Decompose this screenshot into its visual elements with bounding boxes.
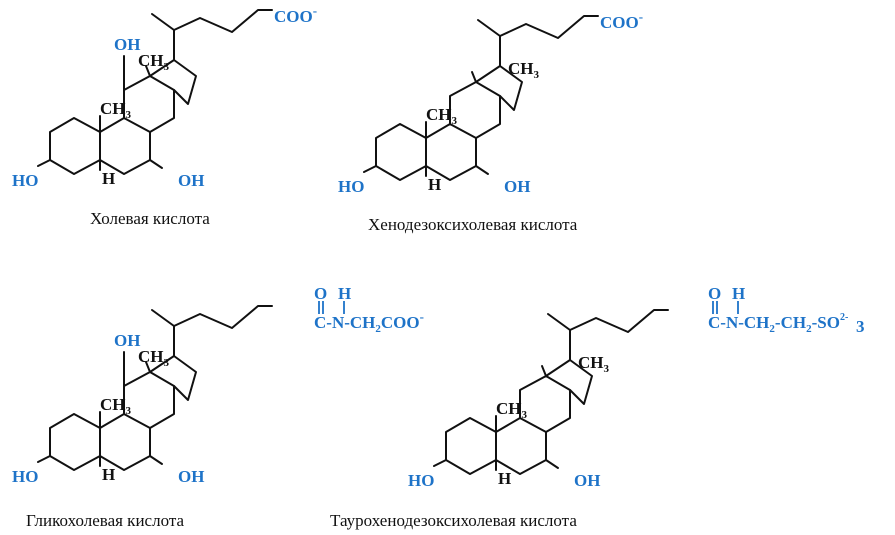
ho-3-label: HO — [408, 471, 434, 490]
methyl-10-label: CH3 — [100, 99, 132, 121]
methyl-13-label: CH3 — [138, 347, 170, 369]
oh-7-label: OH — [574, 471, 600, 490]
oh-7-label: OH — [178, 467, 204, 486]
ho-3-label: HO — [12, 171, 38, 190]
h-5-label: H — [428, 175, 441, 194]
h-5-label: H — [102, 465, 115, 484]
glycine-amide-chain: C-N-CH2COO- — [314, 309, 424, 335]
carboxylate-label: COO- — [274, 3, 317, 26]
carbonyl-double-bond — [712, 301, 718, 314]
methyl-13-label: CH3 — [508, 59, 540, 81]
molecule-cholic-acid: OH CH3 CH3 HO H OH COO- Холевая кислота — [12, 3, 317, 228]
oh-7-label: OH — [178, 171, 204, 190]
caption-chenodeoxycholic-acid: Хенодезоксихолевая кислота — [368, 215, 578, 234]
oh-12-label: OH — [114, 331, 140, 350]
ho-3-label: HO — [338, 177, 364, 196]
amide-h-label: H — [732, 284, 745, 303]
carboxylate-label: COO- — [600, 9, 643, 32]
caption-taurochenodeoxycholic-acid: Таурохенодезоксихолевая кислота — [330, 511, 577, 530]
h-5-label: H — [102, 169, 115, 188]
carbonyl-o-label: O — [314, 284, 327, 303]
sulfonate-subscript: 3 — [856, 317, 865, 336]
ho-3-label: HO — [12, 467, 38, 486]
oh-7-label: OH — [504, 177, 530, 196]
methyl-10-label: CH3 — [426, 105, 458, 127]
taurine-amide-chain: C-N-CH2-CH2-SO2- — [708, 312, 848, 335]
molecule-taurochenodeoxycholic-acid: CH3 CH3 HO H OH O H C-N-CH2-CH2-SO2- 3 Т… — [330, 284, 865, 530]
amide-h-label: H — [338, 284, 351, 303]
molecule-glycocholic-acid: OH CH3 CH3 HO H OH O H C-N-CH2COO- Глико… — [12, 284, 424, 530]
methyl-13-label: CH3 — [578, 353, 610, 375]
methyl-13-label: CH3 — [138, 51, 170, 73]
caption-cholic-acid: Холевая кислота — [90, 209, 210, 228]
methyl-10-label: CH3 — [496, 399, 528, 421]
carbonyl-o-label: O — [708, 284, 721, 303]
methyl-10-label: CH3 — [100, 395, 132, 417]
h-5-label: H — [498, 469, 511, 488]
oh-12-label: OH — [114, 35, 140, 54]
molecule-chenodeoxycholic-acid: CH3 CH3 HO H OH COO- Хенодезоксихолевая … — [338, 9, 643, 234]
caption-glycocholic-acid: Гликохолевая кислота — [26, 511, 184, 530]
carbonyl-double-bond — [318, 301, 324, 314]
